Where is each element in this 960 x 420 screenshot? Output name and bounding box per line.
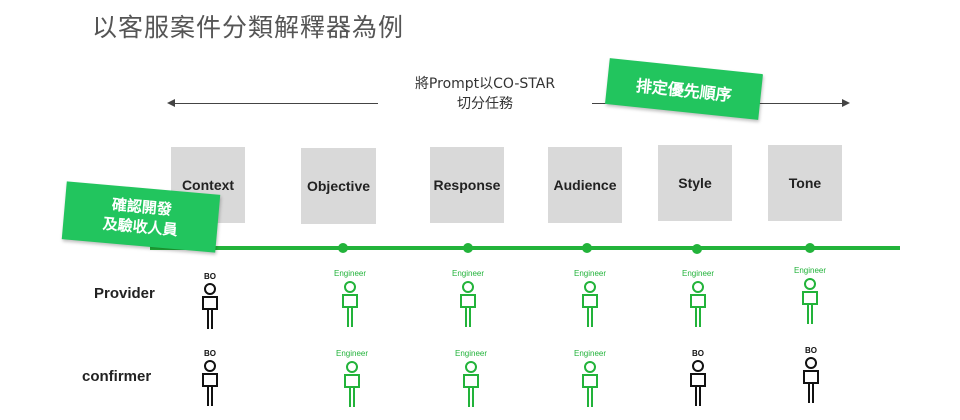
person-icon	[580, 281, 620, 329]
person-icon	[200, 283, 240, 331]
confirmer-role-2: Engineer	[441, 349, 501, 409]
role-label: Engineer	[454, 349, 488, 358]
person-icon	[801, 357, 841, 405]
role-label: Engineer	[333, 269, 367, 278]
person-icon	[458, 281, 498, 329]
role-label: Engineer	[335, 349, 369, 358]
person-icon	[342, 361, 382, 409]
role-label: BO	[204, 272, 216, 281]
confirmer-role-3: Engineer	[560, 349, 620, 409]
confirmer-role-4: BO	[668, 349, 728, 408]
step-label: Context	[181, 177, 235, 193]
priority-sticker: 排定優先順序	[605, 58, 763, 120]
priority-sticker-text: 排定優先順序	[635, 76, 733, 105]
confirm-sticker: 確認開發 及驗收人員	[61, 181, 221, 253]
step-box-objective: Objective	[301, 148, 376, 224]
split-task-line2: 切分任務	[457, 96, 513, 112]
confirmer-role-0: BO	[180, 349, 240, 408]
step-label: Objective	[306, 178, 371, 194]
role-label: Engineer	[451, 269, 485, 278]
step-label: Response	[433, 177, 501, 193]
split-task-line1: 將Prompt以CO-STAR	[414, 76, 556, 92]
timeline-dot	[463, 243, 473, 253]
split-task-label: 將Prompt以CO-STAR 切分任務	[380, 74, 590, 114]
person-icon	[340, 281, 380, 329]
step-box-style: Style	[658, 145, 732, 221]
timeline-dot	[805, 243, 815, 253]
timeline-dot	[692, 244, 702, 254]
person-icon	[688, 281, 728, 329]
person-icon	[200, 360, 240, 408]
left-arrow-line	[174, 103, 378, 104]
role-label: Engineer	[573, 349, 607, 358]
step-label: Style	[678, 175, 712, 191]
role-label: BO	[692, 349, 704, 358]
step-label: Audience	[553, 177, 617, 193]
timeline-bar	[150, 246, 900, 250]
person-icon	[580, 361, 620, 409]
timeline-dot	[338, 243, 348, 253]
person-icon	[800, 278, 840, 326]
role-label: Engineer	[681, 269, 715, 278]
step-box-audience: Audience	[548, 147, 622, 223]
confirmer-role-1: Engineer	[322, 349, 382, 409]
step-box-tone: Tone	[768, 145, 842, 221]
provider-role-3: Engineer	[560, 269, 620, 329]
right-arrow-head	[842, 99, 850, 107]
role-label: BO	[204, 349, 216, 358]
row-label-provider: Provider	[94, 285, 155, 302]
role-label: Engineer	[793, 266, 827, 275]
role-label: Engineer	[573, 269, 607, 278]
provider-role-1: Engineer	[320, 269, 380, 329]
left-arrow-head	[167, 99, 175, 107]
provider-role-5: Engineer	[780, 266, 840, 326]
provider-role-2: Engineer	[438, 269, 498, 329]
role-label: BO	[805, 346, 817, 355]
page-title: 以客服案件分類解釋器為例	[92, 13, 405, 42]
step-label: Tone	[788, 175, 822, 191]
provider-role-0: BO	[180, 272, 240, 331]
provider-role-4: Engineer	[668, 269, 728, 329]
row-label-confirmer: confirmer	[82, 368, 152, 385]
timeline-dot	[582, 243, 592, 253]
person-icon	[688, 360, 728, 408]
person-icon	[461, 361, 501, 409]
confirmer-role-5: BO	[781, 346, 841, 405]
step-box-response: Response	[430, 147, 504, 223]
